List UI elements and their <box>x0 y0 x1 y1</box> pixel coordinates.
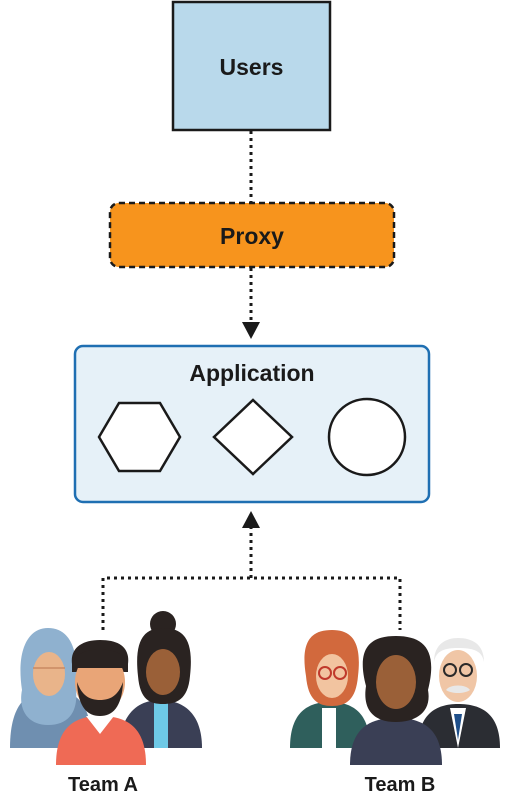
team-a-group: Team A <box>10 611 202 796</box>
arrow-down-to-application <box>242 322 260 339</box>
proxy-node: Proxy <box>108 201 396 269</box>
woman-bun-avatar <box>120 611 202 748</box>
circle-shape <box>327 397 407 477</box>
arrow-up-to-application <box>242 511 260 528</box>
hexagon-shape <box>97 401 182 473</box>
arrowheads <box>242 322 260 528</box>
users-label: Users <box>220 54 284 80</box>
man-elder-glasses-avatar <box>418 638 500 748</box>
team-b-label: Team B <box>365 774 436 796</box>
application-label: Application <box>189 360 314 386</box>
woman-curly-avatar <box>350 636 442 765</box>
edge-teams-bracket <box>101 576 402 630</box>
proxy-box <box>108 201 396 269</box>
application-node: Application <box>73 344 431 504</box>
team-b-group: Team B <box>290 630 500 796</box>
team-a-label: Team A <box>68 774 138 796</box>
man-beard-avatar <box>56 640 146 765</box>
connectors <box>101 131 402 630</box>
users-box <box>171 0 332 132</box>
proxy-label: Proxy <box>220 223 284 249</box>
users-node: Users <box>171 0 332 132</box>
woman-glasses-avatar <box>290 630 370 748</box>
diamond-shape <box>212 398 294 476</box>
